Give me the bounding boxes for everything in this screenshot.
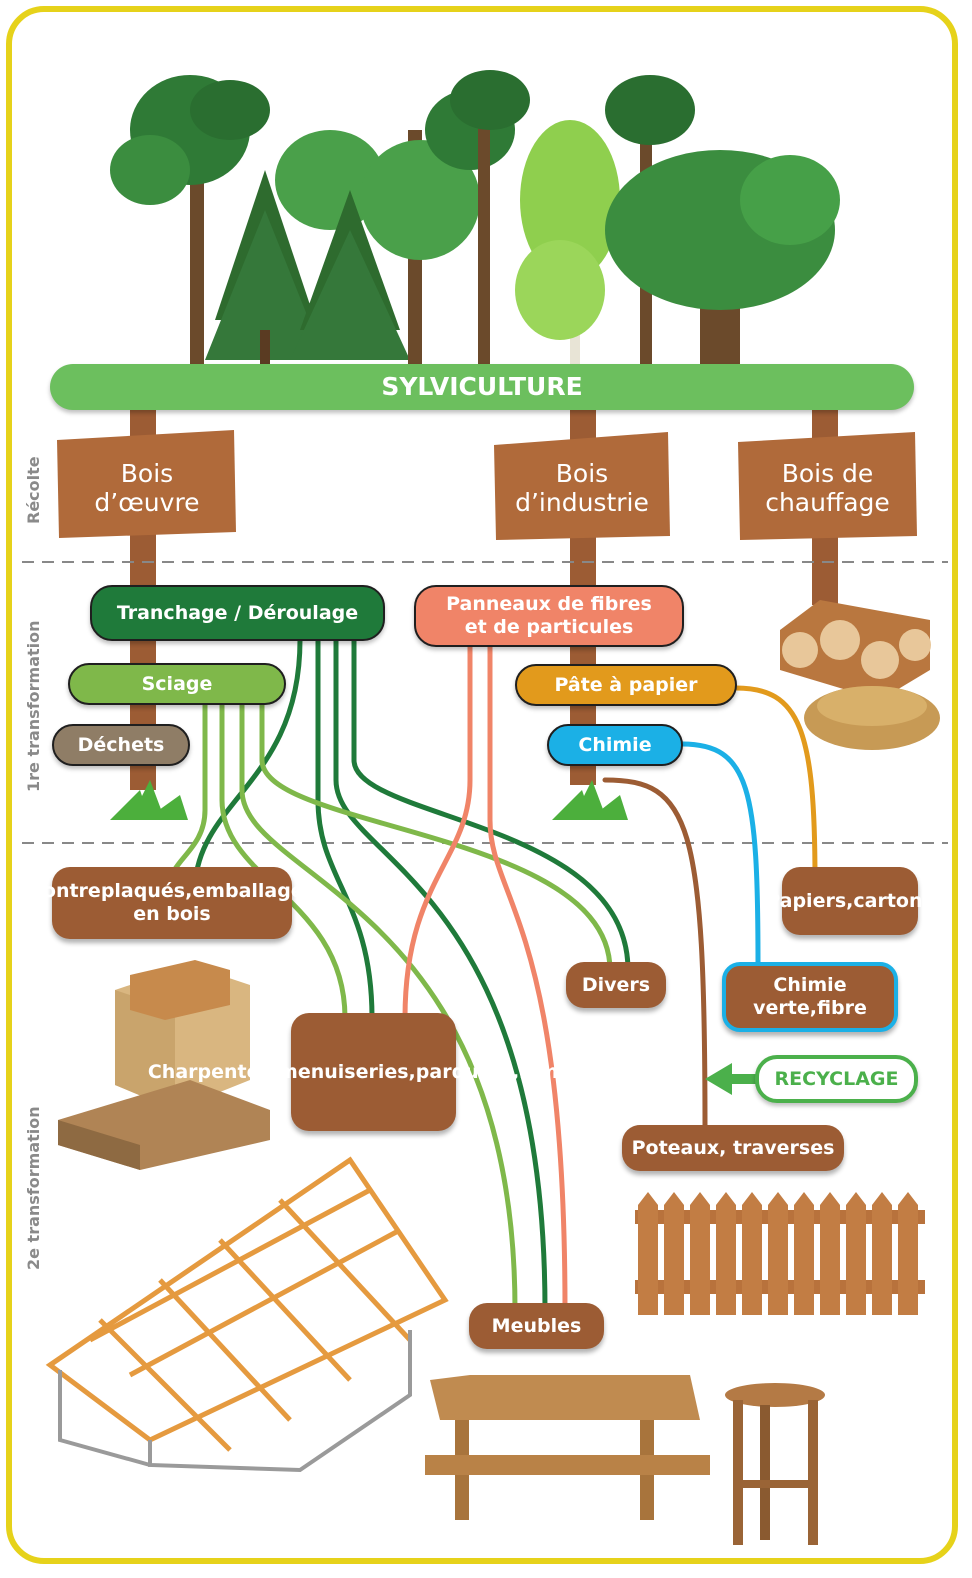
stage-label-recolte: Récolte — [24, 456, 43, 524]
box-meubles: Meubles — [469, 1303, 604, 1349]
box-papiers: Papiers,cartons — [766, 867, 934, 935]
fence-picket — [898, 1192, 918, 1315]
stool-icon — [725, 1383, 825, 1545]
fence-picket — [638, 1192, 658, 1315]
fence-picket — [794, 1192, 814, 1315]
sign-bois-industrie-line2: d’industrie — [515, 487, 649, 517]
roof-frame-icon — [45, 1156, 449, 1473]
box-charpentes: Charpentes,menuiseries,parquets,lambris — [148, 1013, 599, 1131]
arrow-left-icon — [705, 1063, 760, 1095]
pill-pate-papier: Pâte à papier — [515, 664, 737, 706]
fence-picket — [820, 1192, 840, 1315]
fence-picket — [716, 1192, 736, 1315]
pill-recyclage: RECYCLAGE — [755, 1055, 918, 1103]
box-chimie-verte-line2: fibre — [816, 997, 867, 1019]
box-charpentes-line4: lambris — [519, 1060, 600, 1083]
sylviculture-band: SYLVICULTURE — [50, 364, 914, 410]
box-contreplaques-line2: emballages en bois — [133, 880, 316, 925]
sign-bois-oeuvre-line2: d’œuvre — [94, 487, 200, 517]
box-chimie-verte-line1: Chimie verte, — [753, 974, 847, 1019]
box-charpentes-line1: Charpentes, — [147, 1060, 279, 1083]
fence-picket — [664, 1192, 684, 1315]
pill-panneaux-line1: Panneaux de fibres — [446, 593, 652, 615]
sign-bois-industrie-line1: Bois — [555, 458, 609, 488]
fence-picket — [846, 1192, 866, 1315]
sign-bois-chauffage-line1: Bois de — [781, 458, 874, 488]
box-poteaux: Poteaux, traverses — [622, 1125, 844, 1171]
fence-picket — [768, 1192, 788, 1315]
fence-picket — [690, 1192, 710, 1315]
pill-sciage: Sciage — [68, 663, 286, 705]
pellets-icon — [804, 686, 940, 750]
pill-panneaux-line2: et de particules — [464, 616, 634, 638]
box-charpentes-line2: menuiseries, — [278, 1060, 416, 1083]
firewood-icon — [780, 600, 931, 700]
box-divers: Divers — [566, 962, 666, 1008]
pill-chimie: Chimie — [547, 724, 683, 766]
crate-icon — [115, 960, 250, 1110]
fence-picket — [872, 1192, 892, 1315]
box-contreplaques-line1: Contreplaqués, — [28, 880, 193, 902]
box-charpentes-line3: parquets, — [415, 1060, 520, 1083]
sign-bois-oeuvre-line1: Bois — [120, 458, 174, 488]
picnic-table-icon — [425, 1375, 710, 1520]
tree-icon — [110, 70, 840, 370]
box-papiers-line1: Papiers, — [766, 889, 854, 912]
grass-icon — [110, 780, 628, 820]
sign-bois-chauffage-line2: chauffage — [765, 487, 890, 517]
box-papiers-line2: cartons — [853, 889, 934, 912]
pallet-icon — [58, 1080, 270, 1170]
box-contreplaques: Contreplaqués,emballages en bois — [29, 867, 315, 939]
stage-label-second: 2e transformation — [24, 1106, 43, 1270]
stage-label-first: 1re transformation — [24, 620, 43, 792]
fence-picket — [742, 1192, 762, 1315]
pill-dechets: Déchets — [52, 724, 190, 766]
pill-tranchage: Tranchage / Déroulage — [90, 585, 385, 641]
box-chimie-verte: Chimie verte,fibre — [722, 962, 898, 1032]
